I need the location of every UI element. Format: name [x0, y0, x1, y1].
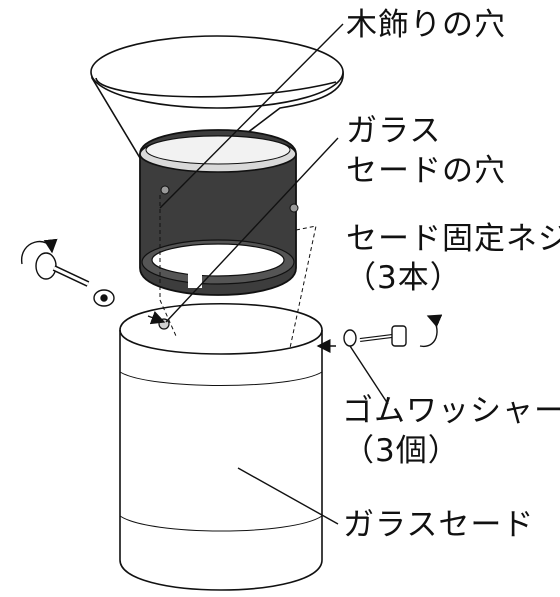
label-rubber-washer-line2: （3個）	[343, 433, 460, 469]
label-shade-screw-line2: （3本）	[345, 260, 462, 296]
right-screw-assembly	[343, 314, 443, 347]
leader-glass-shade	[237, 467, 339, 525]
leader-glass-hole	[165, 137, 339, 323]
leader-lines	[159, 23, 389, 525]
label-glass-shade-hole-line2: セードの穴	[346, 153, 506, 189]
left-screw-assembly	[21, 238, 115, 307]
pointer-arrows	[147, 311, 336, 353]
glass-shade-cylinder	[119, 303, 323, 591]
leader-washer	[349, 345, 389, 405]
metal-ring	[139, 129, 299, 296]
wood-decoration	[90, 35, 344, 159]
leader-wood-hole	[159, 23, 344, 209]
label-glass-shade: ガラスセード	[343, 507, 535, 543]
label-wood-hole: 木飾りの穴	[346, 7, 506, 43]
alignment-dashes	[159, 195, 317, 349]
label-shade-screw-line1: セード固定ネジ	[346, 221, 560, 257]
label-rubber-washer-line1: ゴムワッシャー	[342, 393, 560, 429]
label-glass-shade-hole-line1: ガラス	[346, 113, 442, 149]
